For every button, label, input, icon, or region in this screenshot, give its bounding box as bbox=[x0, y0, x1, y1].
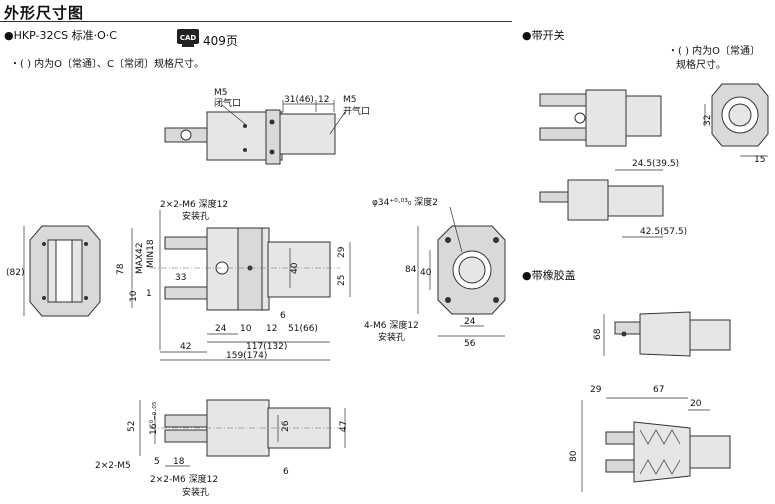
label-d16: 16⁰₋₀.₀₅ bbox=[149, 401, 159, 435]
rubber-side-drawing bbox=[603, 311, 731, 357]
label-d33: 33 bbox=[175, 273, 186, 283]
label-d5: 5 bbox=[154, 457, 160, 467]
title-divider bbox=[0, 21, 512, 22]
label-d40-right: 40 bbox=[420, 268, 432, 278]
label-d67: 67 bbox=[653, 385, 664, 395]
label-m6-top-a: 2×2-M6 深度12 bbox=[160, 198, 228, 210]
label-d51: 51(66) bbox=[288, 324, 318, 334]
label-m6-side-b: 安装孔 bbox=[378, 331, 405, 343]
label-d26: 26 bbox=[281, 420, 291, 432]
label-d24: 24 bbox=[215, 324, 227, 334]
label-d52: 52 bbox=[127, 421, 137, 432]
label-d6b: 6 bbox=[283, 467, 289, 477]
label-d31: 31(46) bbox=[284, 95, 314, 105]
label-m6-bot-b: 安装孔 bbox=[182, 486, 209, 498]
label-m5-open-b: 开气口 bbox=[343, 105, 370, 117]
label-min18: MIN18 bbox=[146, 239, 156, 268]
label-d29: 29 bbox=[337, 246, 347, 258]
switch-note-line2: 规格尺寸。 bbox=[676, 60, 726, 71]
cad-page-ref[interactable]: 409页 bbox=[203, 34, 238, 48]
label-d29-rubber: 29 bbox=[590, 385, 602, 395]
flange-view-drawing bbox=[417, 206, 506, 337]
top-view-drawing bbox=[164, 100, 346, 165]
label-d80: 80 bbox=[569, 450, 579, 462]
label-d40-vertical: 40 bbox=[290, 262, 300, 274]
label-m6-bot-a: 2×2-M6 深度12 bbox=[150, 473, 218, 485]
label-d32: 32 bbox=[703, 115, 713, 126]
rubber-top-drawing bbox=[581, 397, 731, 492]
label-d25: 25 bbox=[337, 275, 347, 286]
label-d12b: 12 bbox=[266, 324, 277, 334]
label-phi34: φ34⁺⁰·⁰³₀ 深度2 bbox=[372, 196, 438, 208]
label-d24-right: 24 bbox=[464, 317, 476, 327]
page-title: 外形尺寸图 bbox=[4, 4, 85, 22]
front-view-drawing bbox=[131, 210, 351, 361]
label-d24-5: 24.5(39.5) bbox=[632, 159, 679, 169]
label-d78: 78 bbox=[116, 263, 126, 275]
label-m6-top-b: 安装孔 bbox=[182, 210, 209, 222]
label-m5-closed-a: M5 bbox=[214, 88, 228, 98]
switch-side-drawing bbox=[539, 89, 662, 147]
switch-bottom-drawing bbox=[539, 169, 664, 238]
end-view-drawing bbox=[23, 225, 101, 317]
label-d1: 1 bbox=[146, 289, 152, 299]
label-d117: 117(132) bbox=[246, 342, 287, 352]
switch-end-drawing bbox=[704, 83, 769, 157]
switch-note-line1: ・( ) 内为O〔常通〕 bbox=[668, 46, 761, 57]
label-d84: 84 bbox=[405, 265, 417, 275]
switch-section-title: ●带开关 bbox=[522, 29, 565, 42]
bottom-view-drawing bbox=[139, 399, 346, 467]
label-max42: MAX42 bbox=[135, 242, 145, 274]
label-m5-open-a: M5 bbox=[343, 95, 357, 105]
label-d20: 20 bbox=[690, 399, 702, 409]
label-m5-closed-b: 闭气口 bbox=[214, 97, 241, 109]
cad-icon[interactable]: CAD bbox=[176, 28, 200, 48]
label-d82: (82) bbox=[6, 268, 24, 278]
label-d42: 42 bbox=[180, 342, 191, 352]
label-m5-bottom: 2×2-M5 bbox=[95, 461, 131, 471]
label-d18: 18 bbox=[173, 457, 185, 467]
rubber-section-title: ●带橡胶盖 bbox=[522, 269, 576, 282]
cad-label: CAD bbox=[180, 34, 197, 42]
label-m6-side-a: 4-M6 深度12 bbox=[364, 319, 419, 331]
label-d12-top: 12 bbox=[318, 95, 329, 105]
label-d6a: 6 bbox=[280, 311, 286, 321]
label-d56: 56 bbox=[464, 339, 476, 349]
label-d10b: 10 bbox=[240, 324, 252, 334]
label-d68: 68 bbox=[593, 328, 603, 340]
dimension-note: ・( ) 内为O〔常通〕、C〔常闭〕规格尺寸。 bbox=[10, 59, 205, 70]
label-d159: 159(174) bbox=[226, 351, 267, 361]
label-d47: 47 bbox=[339, 421, 349, 432]
label-d15: 15 bbox=[754, 155, 765, 165]
label-d10: 10 bbox=[129, 290, 139, 302]
label-d42-5: 42.5(57.5) bbox=[640, 227, 687, 237]
model-heading: ●HKP-32CS 标准·O·C bbox=[4, 29, 117, 42]
